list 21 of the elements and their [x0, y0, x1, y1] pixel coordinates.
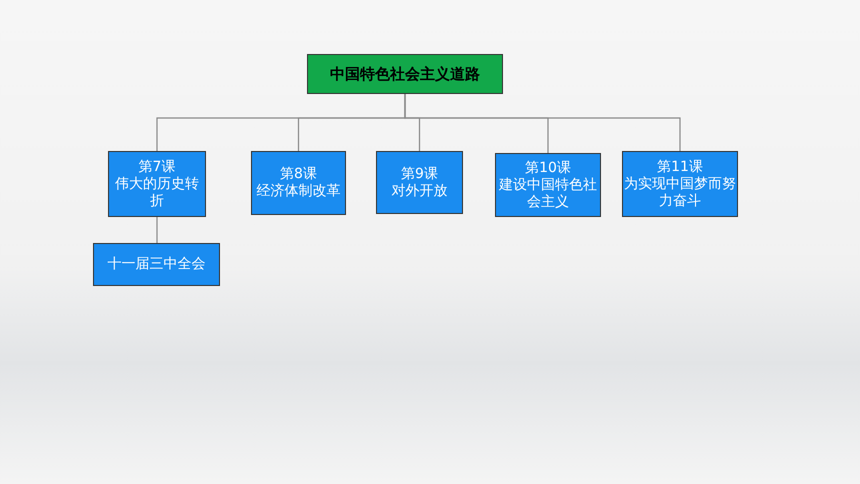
lesson-number: 第7课 — [138, 158, 176, 176]
topic-box — [622, 151, 738, 217]
connector-line — [404, 94, 681, 151]
box-text: 经济体制改革 — [256, 183, 340, 200]
box-text: 伟大的历史转折 — [114, 176, 200, 210]
lesson-number: 第10课 — [525, 160, 571, 176]
box-text: 十一届三中全会 — [108, 256, 206, 273]
topic-box — [93, 243, 220, 286]
topic-box — [376, 151, 463, 214]
box-text: 为实现中国梦而努力奋斗 — [623, 176, 737, 210]
topic-box — [251, 151, 346, 215]
lesson-number: 第8课 — [280, 166, 317, 183]
topic-box — [108, 151, 206, 217]
connector-line — [156, 217, 158, 243]
box-text: 中国特色社会主义道路 — [330, 64, 480, 84]
lesson-number: 第9课 — [401, 166, 438, 182]
topic-box — [495, 153, 601, 217]
box-text: 对外开放 — [392, 182, 448, 200]
title-box — [307, 54, 503, 94]
box-text: 建设中国特色社会主义 — [498, 176, 598, 210]
lesson-number: 第11课 — [657, 158, 703, 176]
